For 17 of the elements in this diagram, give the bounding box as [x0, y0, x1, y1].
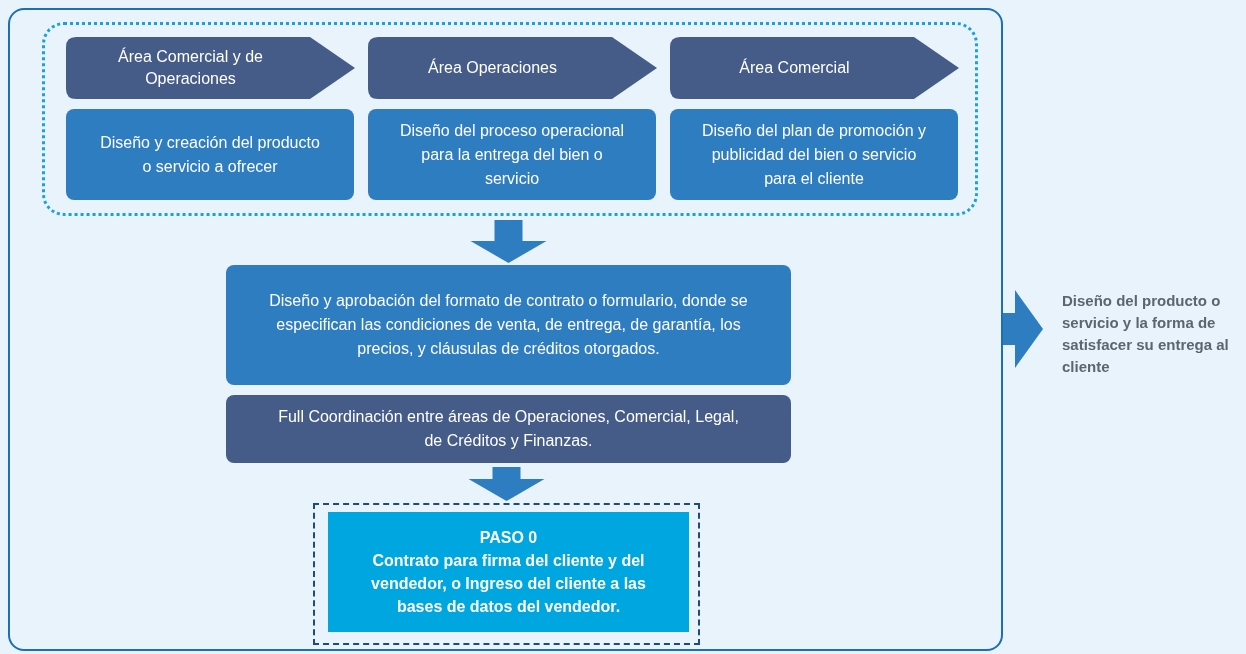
step-title: PASO 0	[479, 528, 538, 548]
block-arrow	[470, 220, 547, 263]
block-arrow	[468, 467, 545, 501]
dashed-group-frame	[313, 503, 700, 645]
result-text: Diseño del producto o servicio y la forma de satisfacer su entrega al cliente	[1046, 288, 1246, 380]
block-arrow	[1003, 290, 1043, 368]
process-box: Diseño del proceso operacional para la entrega del bien o servicio	[368, 109, 656, 200]
process-box: Diseño y aprobación del formato de contrato o formulario, donde se especifican las condiciones de venta, de entrega, de garantía, los precios, y cláusulas de créditos otorgados.	[226, 265, 791, 385]
banner-label: Área Comercial	[738, 57, 851, 78]
process-box: Full Coordinación entre áreas de Operaciones, Comercial, Legal, de Créditos y Finanzas.	[226, 395, 791, 463]
dotted-group-frame	[42, 22, 978, 216]
banner-label: Área Comercial y de Operaciones	[117, 46, 264, 89]
step-description: Contrato para firma del cliente y del vendedor, o Ingreso del cliente a las bases de datos del vendedor.	[370, 551, 647, 617]
panel-background	[8, 8, 1003, 651]
banner-label: Área Operaciones	[427, 57, 558, 78]
process-box: Diseño y creación del producto o servicio a ofrecer	[66, 109, 354, 200]
process-box: Diseño del plan de promoción y publicidad del bien o servicio para el cliente	[670, 109, 958, 200]
